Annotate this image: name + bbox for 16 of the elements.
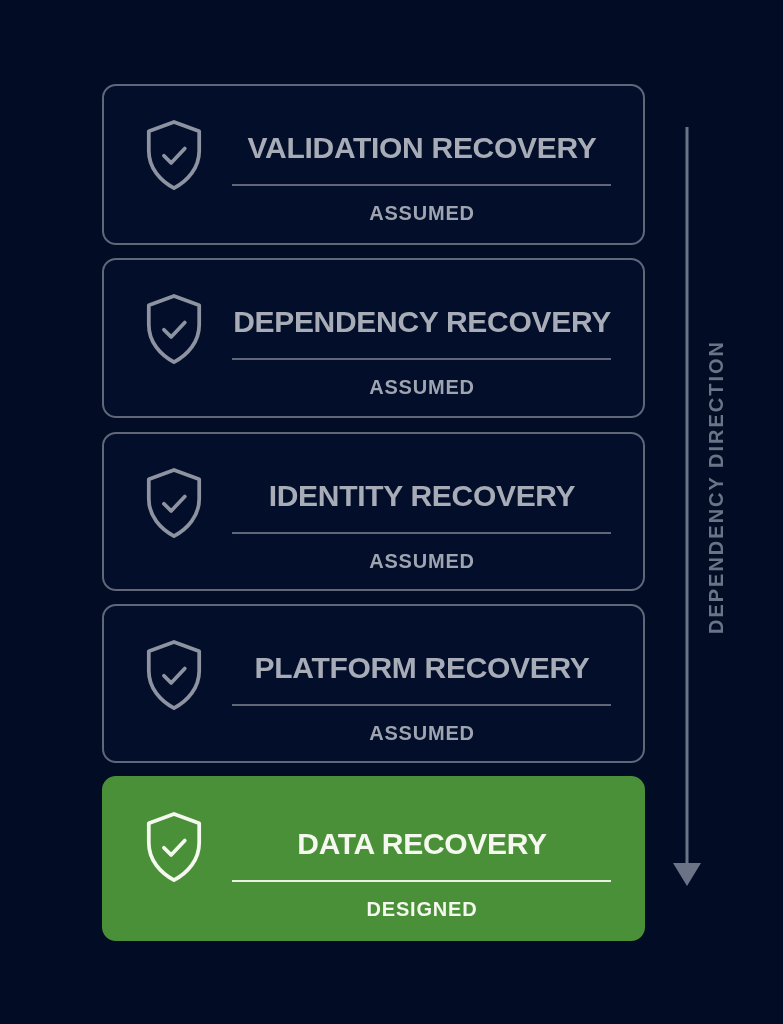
layer-title: PLATFORM RECOVERY [254, 652, 590, 684]
status-text: ASSUMED [369, 376, 475, 398]
layer-title: IDENTITY RECOVERY [268, 480, 576, 512]
status-text: ASSUMED [369, 202, 475, 224]
status-text: ASSUMED [369, 722, 475, 744]
status-text: DESIGNED [366, 898, 478, 920]
layer-card [102, 258, 645, 418]
layer-title: DEPENDENCY RECOVERY [233, 306, 611, 338]
layer-card [102, 604, 645, 763]
layer-card [102, 84, 645, 245]
highlighted-layer-card [102, 776, 645, 941]
layer-title: DATA RECOVERY [297, 828, 547, 860]
layer-title: VALIDATION RECOVERY [247, 132, 597, 164]
direction-label: DEPENDENCY DIRECTION [705, 339, 728, 635]
layer-card [102, 432, 645, 591]
status-text: ASSUMED [369, 550, 475, 572]
